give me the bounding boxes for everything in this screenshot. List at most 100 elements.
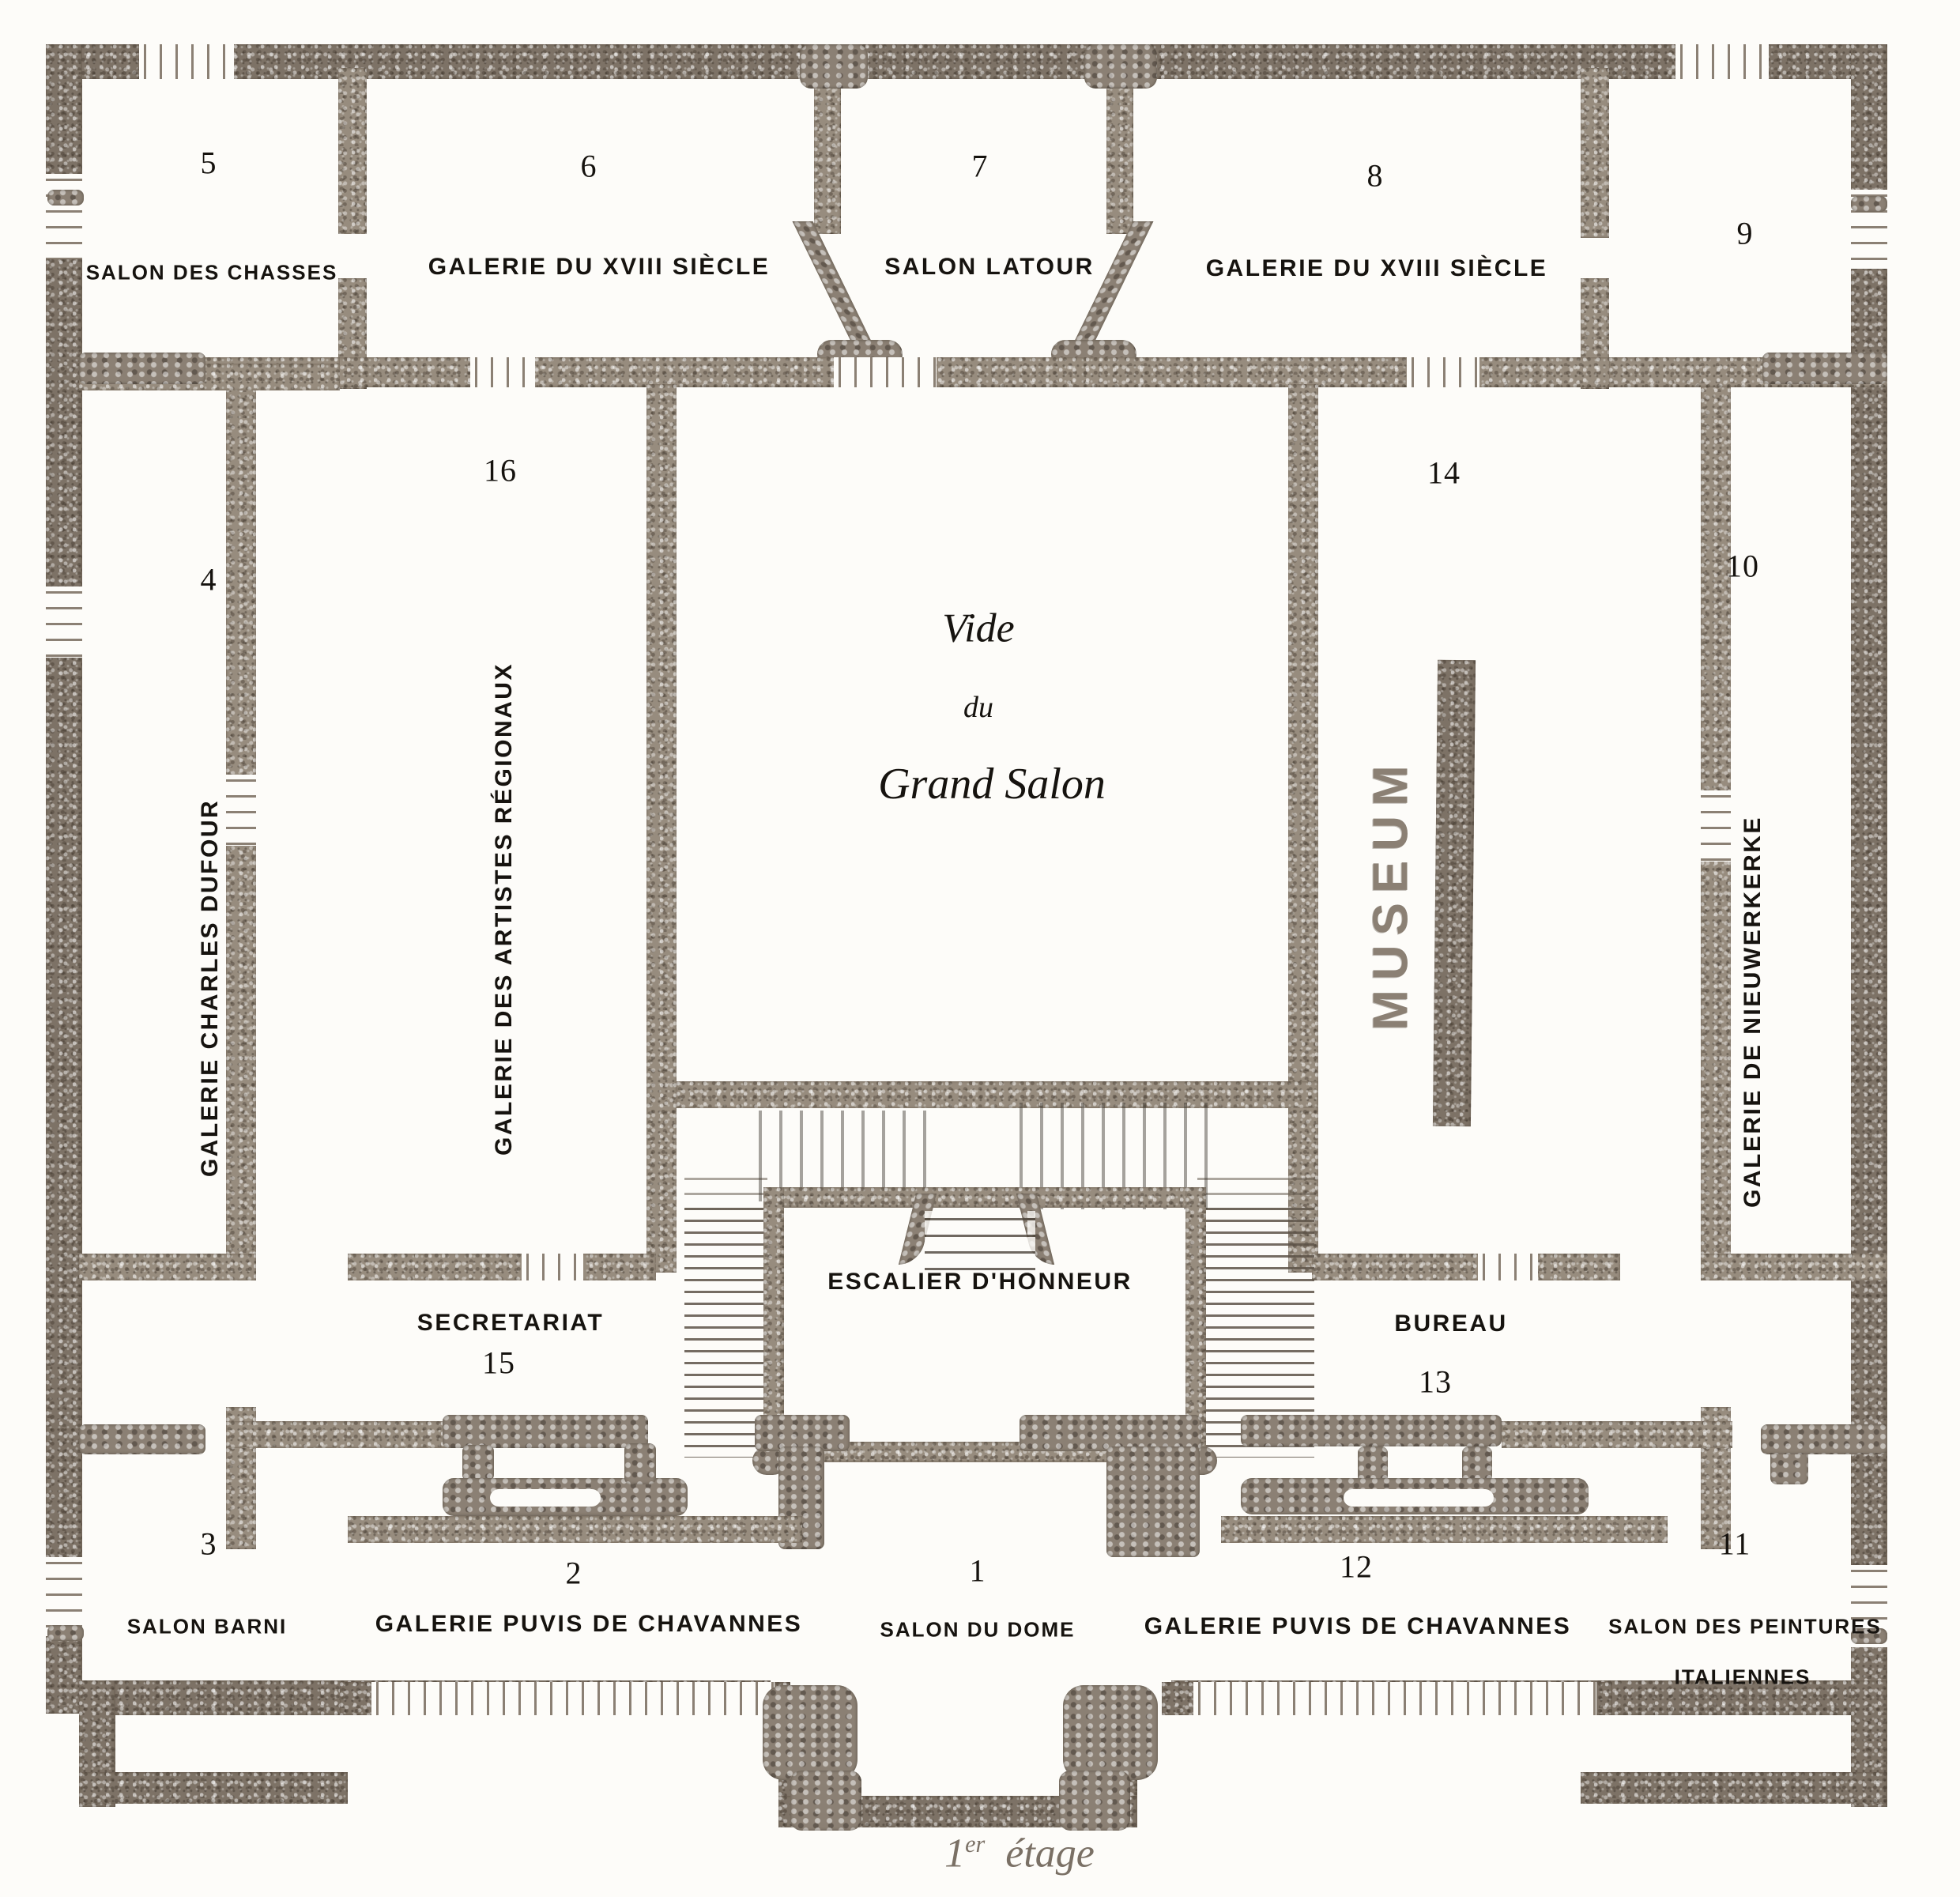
bureau-inner-wall — [1288, 384, 1318, 1273]
artistes-regionaux-foot-wall — [348, 1254, 656, 1280]
room-number-12: 12 — [1340, 1548, 1373, 1585]
label-galerie-puvis-right: GALERIE PUVIS DE CHAVANNES — [1144, 1613, 1572, 1639]
outer-wall-right — [1851, 44, 1887, 1714]
corner-fragment-top-left — [47, 190, 84, 206]
label-salon-des-chasses: SALON DES CHASSES — [85, 260, 338, 285]
south-ornament-1 — [443, 1415, 648, 1448]
label-salon-peintures-italiennes-line2: ITALIENNES — [1674, 1665, 1811, 1689]
room11-wall-stub-right — [1762, 353, 1887, 384]
bureau-foot-wall — [1312, 1254, 1620, 1280]
caption-ordinal: er — [965, 1831, 986, 1858]
room3-wall-stub-left — [79, 1424, 205, 1454]
partition-room5-room6 — [338, 68, 367, 234]
label-bureau: BUREAU — [1394, 1311, 1508, 1337]
south-ornament-2 — [462, 1445, 494, 1481]
stair-landing-treads — [925, 1211, 1035, 1279]
room11-wall-stub-lower — [1761, 1424, 1887, 1454]
label-galerie-de-nieuwerkerke: GALERIE DE NIEUWERKERKE — [1740, 816, 1766, 1208]
south-gallery-inner-wall-right — [1221, 1516, 1668, 1543]
corner-fragment-bottom-left — [47, 1625, 84, 1641]
salon-latour-splay-left — [792, 221, 879, 356]
south-gallery-inner-wall-left — [348, 1516, 802, 1543]
doorway-outer-left-upper — [46, 174, 82, 259]
center-label-grand-salon: Grand Salon — [878, 760, 1106, 809]
corner-fragment-bottom-right — [1851, 1628, 1887, 1644]
outer-wall-bottom-right-foot — [1581, 1772, 1887, 1804]
stair-treads-left — [684, 1208, 767, 1458]
room-number-9: 9 — [1736, 215, 1754, 251]
stair-upper-hatching-left — [759, 1111, 937, 1201]
label-galerie-charles-dufour: GALERIE CHARLES DUFOUR — [197, 798, 223, 1178]
doorway-outer-left-lower — [46, 1557, 82, 1636]
doorway-north-corridor-b — [834, 357, 937, 387]
outer-wall-left — [46, 44, 82, 1714]
north-corridor-inner-wall — [226, 357, 1731, 387]
south-ornament-4 — [624, 1443, 656, 1484]
south-corridor-upper-wall-right — [1502, 1421, 1732, 1448]
room-number-10: 10 — [1726, 548, 1759, 584]
plan-caption: 1er étage — [944, 1831, 1095, 1877]
salon-latour-ornament-right — [1084, 44, 1157, 89]
label-salon-latour: SALON LATOUR — [884, 254, 1095, 280]
south-ornament-5 — [755, 1415, 850, 1451]
dome-ornament-lower-left — [790, 1771, 861, 1831]
room-number-14: 14 — [1427, 454, 1461, 491]
dome-ornament-left — [763, 1685, 858, 1780]
label-salon-barni: SALON BARNI — [126, 1614, 288, 1639]
doorway-north-corridor-c — [1407, 357, 1479, 387]
room-number-7: 7 — [971, 148, 989, 184]
south-ornament-void-2 — [1344, 1489, 1494, 1507]
room-number-1: 1 — [969, 1552, 986, 1589]
south-ornament-void-1 — [490, 1489, 601, 1507]
room-number-8: 8 — [1366, 157, 1384, 194]
room4-divider-lower — [79, 1254, 256, 1280]
room4-wall-stub-left — [79, 353, 205, 384]
south-ornament-8 — [1106, 1446, 1200, 1557]
room-number-15: 15 — [482, 1344, 515, 1381]
doorway-east-corridor — [1701, 790, 1731, 862]
south-ornament-9 — [1241, 1415, 1502, 1446]
south-ornament-11 — [1462, 1446, 1492, 1483]
room-number-5: 5 — [200, 145, 217, 181]
south-corridor-upper-wall-left — [226, 1421, 463, 1448]
museum-pillar — [1432, 659, 1476, 1127]
caption-word: étage — [1005, 1831, 1095, 1876]
room-number-3: 3 — [200, 1526, 217, 1562]
label-salon-du-dome: SALON DU DOME — [880, 1617, 1076, 1642]
doorway-outer-left-mid — [46, 586, 82, 658]
grand-salon-bottom-wall — [677, 1081, 1318, 1108]
outer-wall-top — [46, 44, 1887, 79]
center-label-du: du — [963, 691, 993, 724]
stair-well-top-wall — [763, 1187, 1206, 1208]
label-secretariat: SECRETARIAT — [416, 1310, 605, 1336]
label-salon-peintures-italiennes-line1: SALON DES PEINTURES — [1608, 1614, 1882, 1639]
south-ornament-10 — [1358, 1446, 1388, 1483]
caption-number: 1 — [944, 1831, 966, 1876]
doorway-bureau-top — [1478, 1254, 1538, 1280]
corner-fragment-top-right — [1851, 196, 1887, 212]
label-museum: MUSEUM — [1363, 756, 1419, 1031]
label-galerie-artistes-regionaux: GALERIE DES ARTISTES RÉGIONAUX — [491, 662, 517, 1156]
label-galerie-xviii-right: GALERIE DU XVIII SIÈCLE — [1205, 255, 1548, 281]
label-escalier-dhonneur: ESCALIER D'HONNEUR — [827, 1269, 1133, 1295]
room-number-13: 13 — [1419, 1363, 1452, 1400]
room-number-2: 2 — [565, 1555, 582, 1591]
room-number-16: 16 — [484, 452, 517, 488]
doorway-west-corridor — [226, 775, 256, 846]
stair-treads-left-outer — [684, 1178, 767, 1214]
label-galerie-puvis-left: GALERIE PUVIS DE CHAVANNES — [375, 1611, 803, 1637]
salon-latour-splay-right — [1067, 221, 1154, 356]
salon-latour-ornament-left — [800, 44, 868, 89]
label-galerie-xviii-left: GALERIE DU XVIII SIÈCLE — [428, 254, 771, 280]
partition-room8-room9 — [1581, 68, 1609, 238]
doorway-outer-top-b — [1675, 44, 1769, 79]
room10-divider-lower — [1701, 1254, 1887, 1280]
dome-ornament-right — [1063, 1685, 1158, 1780]
room-number-4: 4 — [200, 561, 217, 598]
stair-treads-right-outer — [1197, 1178, 1314, 1214]
artistes-regionaux-inner-wall — [646, 384, 677, 1273]
doorway-outer-top-a — [139, 44, 234, 79]
center-label-vide: Vide — [942, 605, 1015, 651]
south-ornament-7 — [1020, 1415, 1201, 1451]
